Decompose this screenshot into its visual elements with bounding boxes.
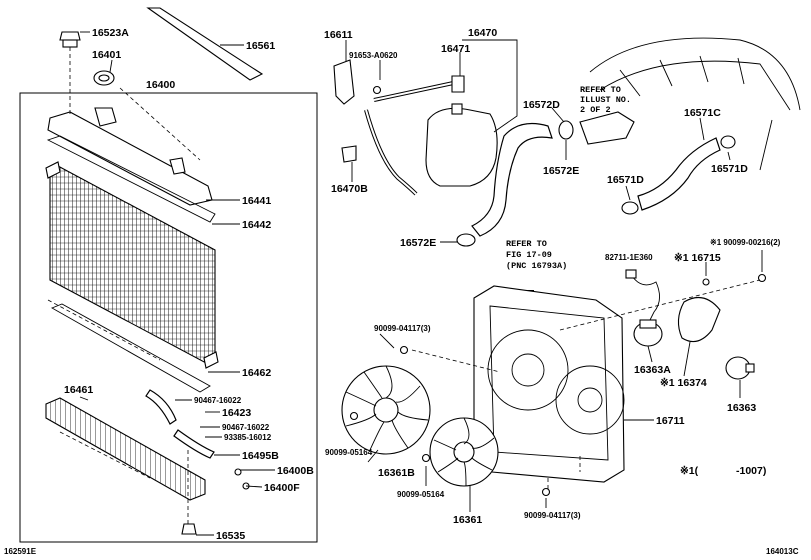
corner-code-right: 164013C	[766, 547, 799, 556]
callout-90099-04117-a: 90099-04117(3)	[374, 324, 431, 333]
callout-16571D-a: 16571D	[607, 174, 644, 186]
reservoir-tank-part[interactable]	[425, 75, 498, 187]
callout-93385-16012: 93385-16012	[224, 433, 272, 442]
callout-16523A: 16523A	[92, 27, 129, 39]
radiator-assembly-frame	[19, 92, 318, 543]
reservoir-callout-lines	[345, 39, 731, 243]
water-outlet-part[interactable]	[579, 111, 635, 145]
callout-90099-05164-a: 90099-05164	[325, 448, 373, 457]
refer-fig-line3: (PNC 16793A)	[506, 261, 567, 271]
upper-seal-part[interactable]	[46, 135, 216, 223]
callout-16461: 16461	[64, 384, 93, 396]
radiator-hose-upper-part[interactable]	[456, 120, 574, 247]
refer-fig-line2: FIG 17-09	[506, 250, 552, 260]
callout-16462: 16462	[242, 367, 271, 379]
refer-fig-line1: REFER TO	[506, 239, 547, 249]
callout-16571C: 16571C	[684, 107, 721, 119]
fan-motor-a-part[interactable]	[633, 319, 663, 347]
callout-16363: 16363	[727, 402, 756, 414]
fan-small-part[interactable]	[429, 417, 499, 487]
radiator-hose-lower-part[interactable]	[621, 135, 736, 215]
callout-16400: 16400	[146, 79, 175, 91]
callout-16572D: 16572D	[523, 99, 560, 111]
callout-90467-16022-a: 90467-16022	[194, 396, 242, 405]
drain-plug-part[interactable]	[181, 523, 197, 535]
radiator-leader-lines	[47, 47, 201, 524]
callout-16423: 16423	[222, 407, 251, 419]
fan-leader-lines	[367, 250, 763, 512]
fan-large-part[interactable]	[341, 365, 431, 455]
refer-illust-line1: REFER TO	[580, 85, 621, 95]
callout-16571D-b: 16571D	[711, 163, 748, 175]
footnote-range: -1007)	[736, 465, 766, 477]
callout-16374: ※1 16374	[660, 377, 707, 389]
reservoir-clip-part[interactable]	[341, 145, 357, 163]
callout-16361B: 16361B	[378, 467, 415, 479]
callout-90099-04117-b: 90099-04117(3)	[524, 511, 581, 520]
callout-16495B: 16495B	[242, 450, 279, 462]
callout-16572E-b: 16572E	[400, 237, 436, 249]
callout-16572E-a: 16572E	[543, 165, 579, 177]
callout-16715: ※1 16715	[674, 252, 721, 264]
motor-shroud-part[interactable]	[677, 296, 721, 343]
fan-motor-b-part[interactable]	[725, 356, 755, 380]
callout-90099-05164-b: 90099-05164	[397, 490, 445, 499]
callout-16611: 16611	[324, 29, 353, 41]
callout-16535: 16535	[216, 530, 245, 542]
callout-16470: 16470	[468, 27, 497, 39]
radiator-cap-part[interactable]	[59, 31, 81, 48]
callout-16361: 16361	[453, 514, 482, 526]
radiator-callout-lines	[79, 31, 275, 536]
callout-82711-1E360: 82711-1E360	[605, 253, 653, 262]
callout-16401: 16401	[92, 49, 121, 61]
callout-16471: 16471	[441, 43, 470, 55]
callout-91653-A0620: 91653-A0620	[349, 51, 398, 60]
callout-16441: 16441	[242, 195, 271, 207]
wiring-harness-part[interactable]	[625, 269, 660, 321]
footnote-mark: ※1(	[680, 465, 699, 477]
lower-seal-part[interactable]	[50, 303, 211, 393]
bolt-set-part[interactable]	[349, 273, 767, 497]
corner-code-left: 162591E	[4, 547, 37, 556]
thermostat-gasket-part[interactable]	[93, 70, 115, 86]
engine-outline-ref	[589, 37, 801, 171]
callout-16470B: 16470B	[331, 183, 368, 195]
callout-16363A: 16363A	[634, 364, 671, 376]
radiator-core-part[interactable]	[45, 161, 219, 369]
reservoir-bracket-part[interactable]	[333, 59, 382, 105]
callout-16711: 16711	[656, 415, 685, 427]
callout-90099-00216: ※1 90099-00216(2)	[710, 238, 781, 247]
overflow-hose-part[interactable]	[364, 80, 459, 196]
seal-strip-part[interactable]	[146, 7, 264, 81]
callout-16561: 16561	[246, 40, 275, 52]
callout-16400F: 16400F	[264, 482, 300, 494]
refer-illust-line2: ILLUST NO.	[580, 95, 631, 105]
callout-16400B: 16400B	[277, 465, 314, 477]
refer-illust-line3: 2 OF 2	[580, 105, 611, 115]
lower-tank-part[interactable]	[45, 397, 206, 501]
callout-16442: 16442	[242, 219, 271, 231]
callout-90467-16022-b: 90467-16022	[222, 423, 270, 432]
